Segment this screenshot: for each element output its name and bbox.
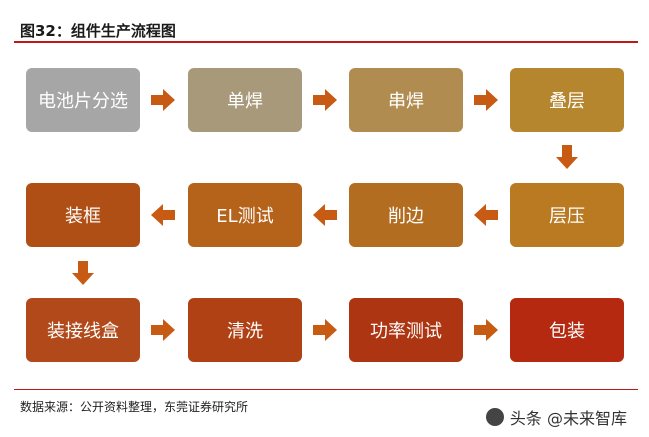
arrow-right-icon [474,89,498,111]
arrow-right-icon [313,89,337,111]
step-single-welding: 单焊 [188,68,302,132]
step-el-test: EL测试 [188,183,302,247]
arrow-right-icon [474,319,498,341]
arrow-left-icon [313,204,337,226]
step-packaging: 包装 [510,298,624,362]
step-string-welding: 串焊 [349,68,463,132]
arrow-down-icon [556,145,578,169]
watermark-logo-icon [485,408,504,426]
footer-rule [14,389,638,390]
step-power-test: 功率测试 [349,298,463,362]
step-framing: 装框 [26,183,140,247]
arrow-down-icon [72,261,94,285]
watermark-text: 头条 @未来智库 [509,409,627,428]
title-rule [14,41,638,43]
arrow-left-icon [151,204,175,226]
arrow-right-icon [151,89,175,111]
figure-title: 图32：组件生产流程图 [20,22,176,40]
arrow-right-icon [313,319,337,341]
step-cell-sorting: 电池片分选 [26,68,140,132]
step-lamination-stack: 叠层 [510,68,624,132]
arrow-left-icon [474,204,498,226]
source-note: 数据来源：公开资料整理，东莞证券研究所 [20,400,249,414]
step-laminating-press: 层压 [510,183,624,247]
step-junction-box: 装接线盒 [26,298,140,362]
step-cleaning: 清洗 [188,298,302,362]
arrow-right-icon [151,319,175,341]
step-edge-trimming: 削边 [349,183,463,247]
watermark: 头条 @未来智库 [485,405,627,429]
